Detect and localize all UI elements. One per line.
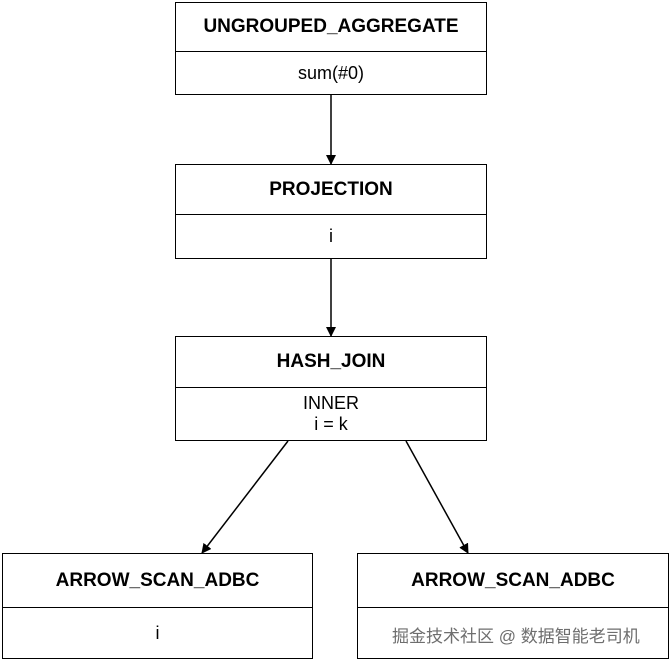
node-detail-line: i = k: [314, 414, 348, 434]
node-detail-line: i: [329, 226, 333, 246]
node-title: ARROW_SCAN_ADBC: [3, 554, 312, 608]
node-detail-line: sum(#0): [297, 62, 364, 83]
edge-hash-join-to-left-scan: [201, 440, 289, 554]
node-title: HASH_JOIN: [176, 337, 486, 388]
ungrouped-aggregate-node: UNGROUPED_AGGREGATE sum(#0): [175, 2, 487, 95]
node-title: UNGROUPED_AGGREGATE: [176, 3, 486, 52]
node-body: INNER i = k: [176, 388, 486, 440]
node-body: sum(#0): [176, 52, 486, 94]
projection-node: PROJECTION i: [175, 164, 487, 259]
node-body: i: [176, 215, 486, 258]
arrow-scan-right-node: ARROW_SCAN_ADBC: [357, 553, 669, 659]
hash-join-node: HASH_JOIN INNER i = k: [175, 336, 487, 441]
node-detail-line: i: [155, 622, 160, 643]
arrow-scan-left-node: ARROW_SCAN_ADBC i: [2, 553, 313, 659]
node-title: ARROW_SCAN_ADBC: [358, 554, 668, 608]
edge-hash-join-to-right-scan: [405, 440, 469, 554]
watermark-text: 掘金技术社区 @ 数据智能老司机: [392, 627, 640, 646]
node-detail-line: INNER: [302, 393, 359, 413]
node-title: PROJECTION: [176, 165, 486, 215]
node-body: i: [3, 608, 312, 658]
